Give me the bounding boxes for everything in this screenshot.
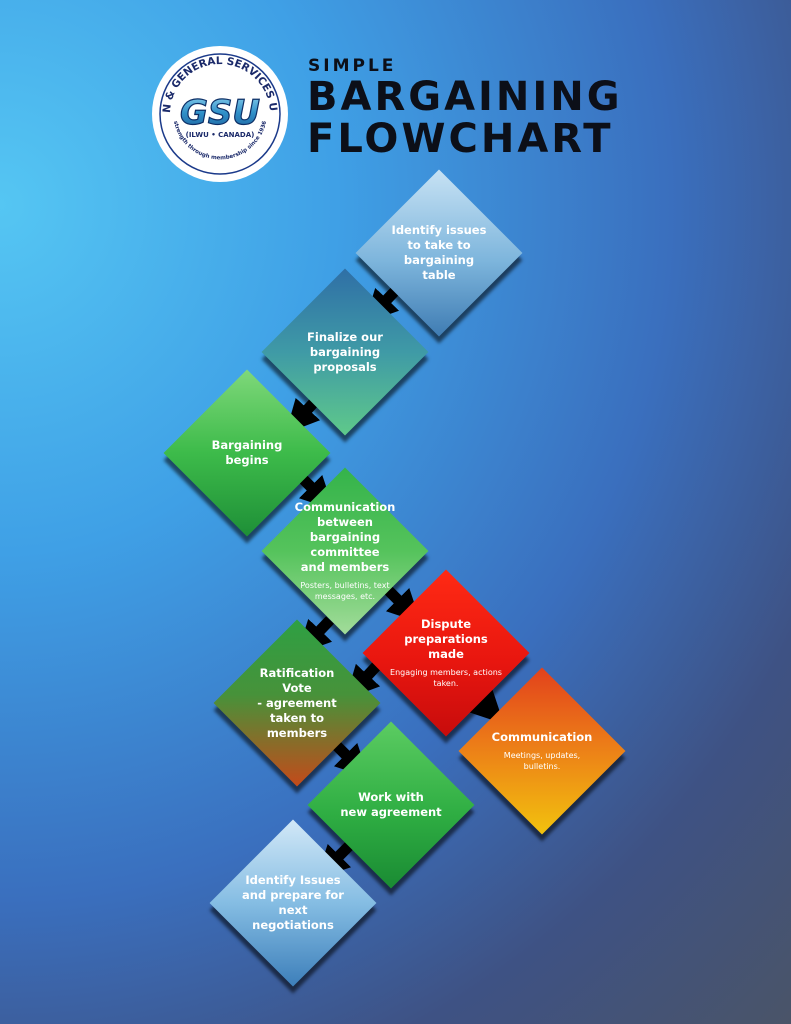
node-label: Ratification Vote - agreement taken to m… [257,665,337,740]
node-label: Dispute preparations made [404,617,488,661]
node-label: Communication between bargaining committ… [294,500,396,574]
node-identify-next: Identify Issues and prepare for next neg… [209,819,377,987]
gsu-logo: GRAIN & GENERAL SERVICES UNION strength … [150,44,288,182]
svg-text:GSU: GSU [180,93,260,133]
node-sublabel: Engaging members, actions taken. [390,668,502,688]
node-ratification-vote: Ratification Vote - agreement taken to m… [213,619,381,787]
svg-text:(ILWU • CANADA): (ILWU • CANADA) [186,131,255,139]
page-title: BARGAINING FLOWCHART [307,76,623,160]
node-label: Identify Issues and prepare for next neg… [242,873,344,932]
node-sublabel: Posters, bulletins, text messages, etc. [300,581,390,601]
node-dispute-preparations: Dispute preparations made Engaging membe… [362,569,530,737]
title-line-2: FLOWCHART [307,116,614,162]
node-work-with-agreement: Work with new agreement [307,721,475,889]
title-line-1: BARGAINING [307,74,623,120]
node-identify-issues: Identify issues to take to bargaining ta… [355,169,523,337]
node-label: Finalize our bargaining proposals [307,329,383,374]
node-label: Identify issues to take to bargaining ta… [391,223,487,282]
node-communication: Communication Meetings, updates, bulleti… [458,667,626,835]
node-communication-between: Communication between bargaining committ… [261,467,429,635]
node-label: Communication [491,730,593,744]
title-simple: SIMPLE [308,56,397,76]
node-sublabel: Meetings, updates, bulletins. [503,751,581,771]
node-bargaining-begins: Bargaining begins [163,369,331,537]
node-label: Work with new agreement [340,790,442,819]
node-finalize-proposals: Finalize our bargaining proposals [261,268,429,436]
node-label: Bargaining begins [211,438,283,467]
